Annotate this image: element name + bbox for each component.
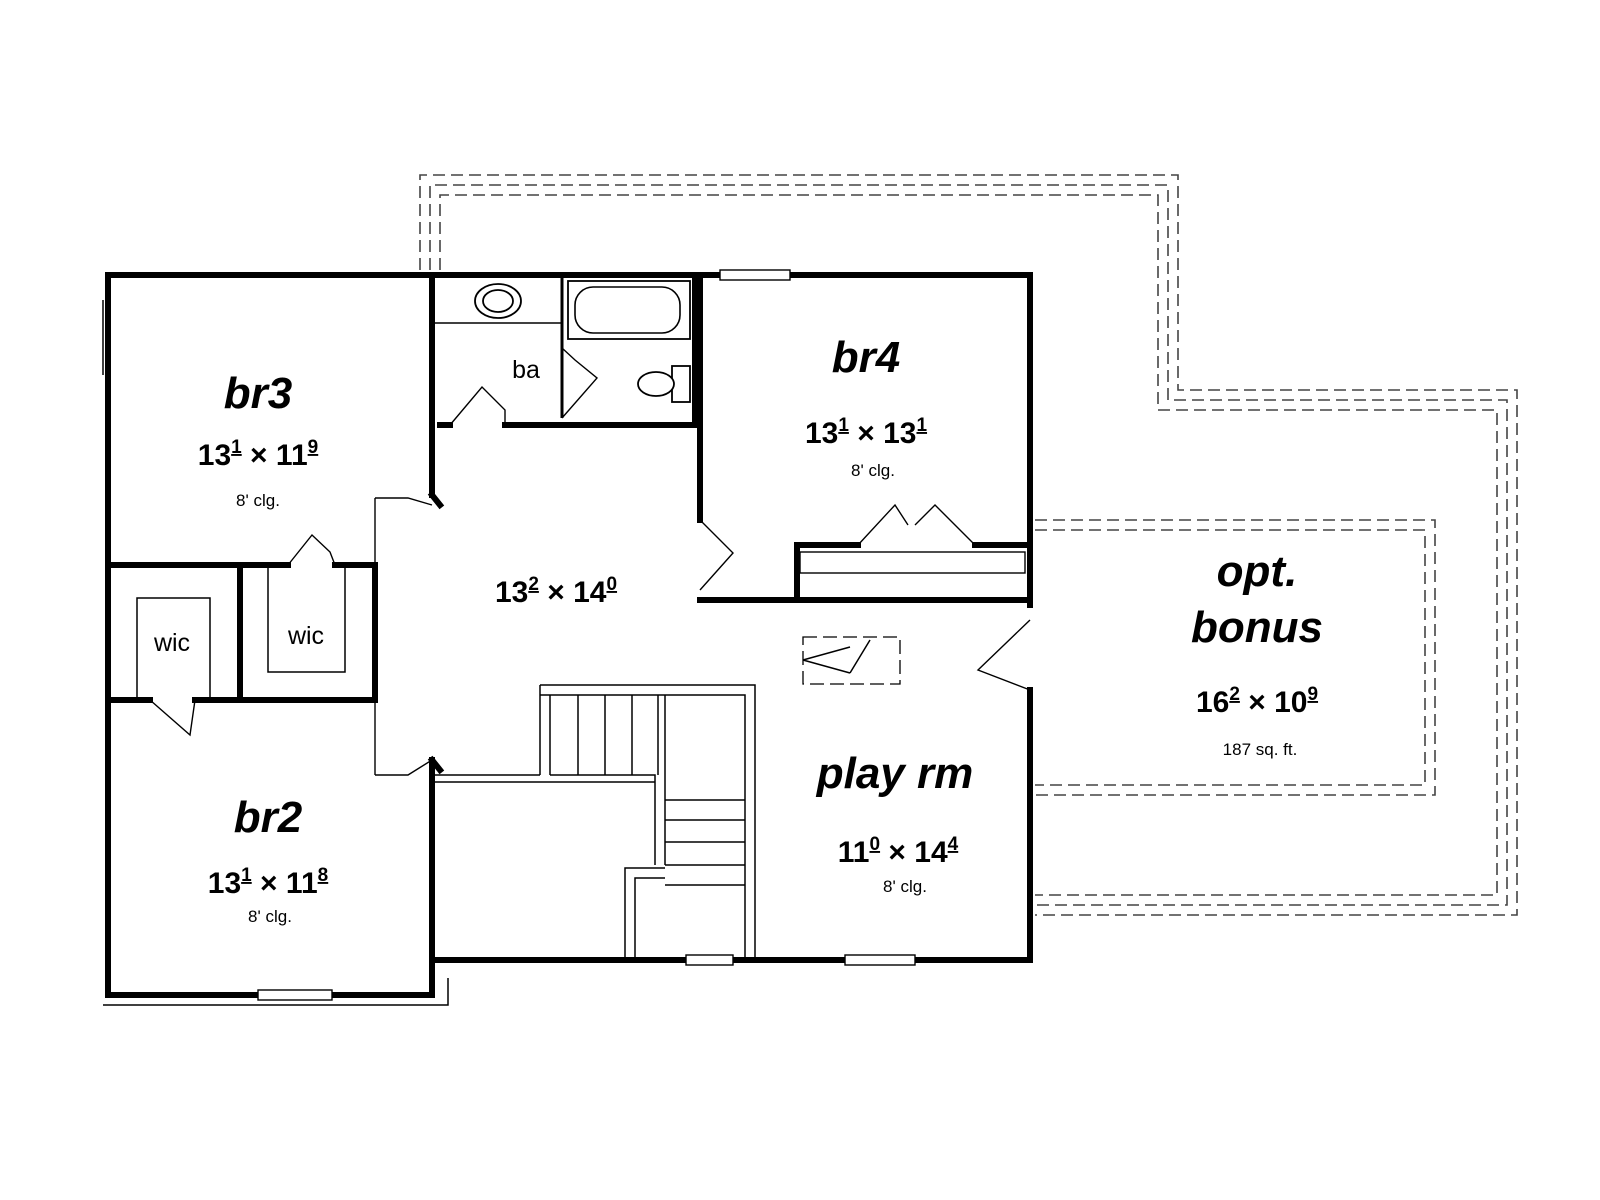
- room-ceiling-br3: 8' clg.: [236, 491, 280, 510]
- room-play-rm: play rm 110 × 144 8' clg.: [816, 749, 974, 896]
- room-dim-loft: 132 × 140: [495, 574, 617, 609]
- doors: [149, 347, 1031, 776]
- attic-outline: [419, 174, 1518, 916]
- attic-access-icon: [802, 636, 901, 685]
- room-dim-bonus: 162 × 109: [1196, 684, 1318, 719]
- room-ceiling-play-rm: 8' clg.: [883, 877, 927, 896]
- room-name-br2: br2: [234, 793, 303, 842]
- room-name-br3: br3: [224, 369, 292, 418]
- bath-fixtures: [432, 280, 691, 403]
- room-ceiling-br4: 8' clg.: [851, 461, 895, 480]
- room-br4: br4 131 × 131 8' clg.: [805, 333, 928, 480]
- room-label-bath: ba: [512, 356, 540, 384]
- room-name-play-rm: play rm: [816, 749, 974, 798]
- room-dim-br2: 131 × 118: [208, 865, 328, 900]
- room-bonus: opt. bonus 162 × 109 187 sq. ft.: [1191, 547, 1323, 759]
- room-dim-br3: 131 × 119: [198, 437, 318, 472]
- room-name-bonus-line1: opt.: [1217, 547, 1298, 596]
- room-name-bonus-line2: bonus: [1191, 603, 1323, 652]
- room-br3: br3 131 × 119 8' clg.: [198, 369, 318, 510]
- exterior-walls: [102, 272, 1033, 1006]
- staircase: [432, 684, 756, 960]
- bonus-room-outline: [1035, 519, 1436, 796]
- room-dim-br4: 131 × 131: [805, 415, 928, 450]
- room-area-bonus: 187 sq. ft.: [1223, 740, 1298, 759]
- closet-shelves: [136, 551, 1026, 700]
- room-dim-play-rm: 110 × 144: [838, 834, 959, 869]
- room-label-wic-left: wic: [153, 629, 190, 657]
- windows: [257, 269, 916, 1001]
- room-loft: 132 × 140: [495, 574, 617, 609]
- room-ceiling-br2: 8' clg.: [248, 907, 292, 926]
- interior-walls: [105, 272, 1033, 963]
- toilet-icon: [637, 365, 691, 403]
- room-label-wic-right: wic: [287, 622, 324, 650]
- room-br2: br2 131 × 118 8' clg.: [208, 793, 328, 926]
- room-name-br4: br4: [832, 333, 900, 382]
